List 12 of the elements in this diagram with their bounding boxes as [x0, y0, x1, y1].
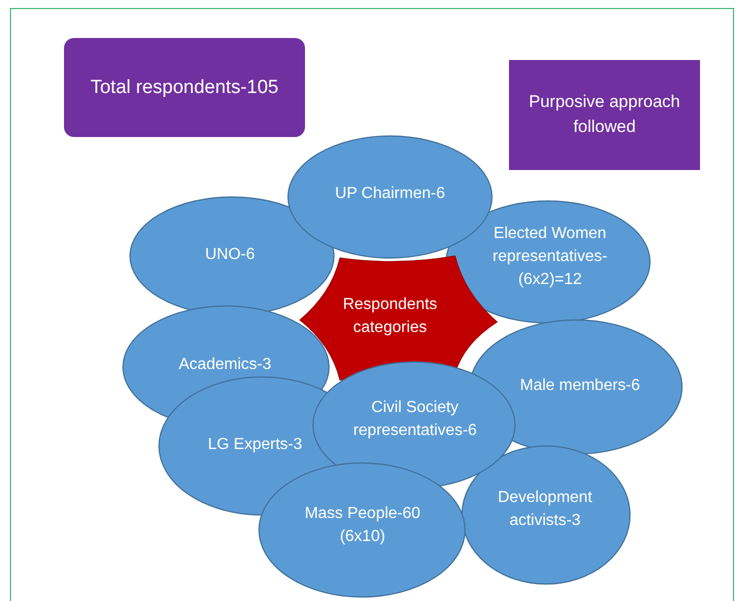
category-label: LG Experts-3 [206, 435, 304, 455]
category-label: Mass People-60 (6x10) [304, 504, 422, 548]
category-label: Development activists-3 [496, 488, 594, 532]
category-label: UP Chairmen-6 [334, 184, 446, 204]
category-label: Civil Society representatives-6 [352, 398, 478, 442]
category-label: Male members-6 [518, 376, 642, 396]
category-label: Elected Women representatives-(6x2)=12 [492, 224, 608, 290]
heading-box: Purposive approach followed [509, 60, 700, 170]
category-label: UNO-6 [204, 245, 256, 265]
category-label: Academics-3 [178, 355, 272, 375]
category-label: Respondents categories [342, 295, 438, 338]
heading-box: Total respondents-105 [64, 38, 305, 137]
